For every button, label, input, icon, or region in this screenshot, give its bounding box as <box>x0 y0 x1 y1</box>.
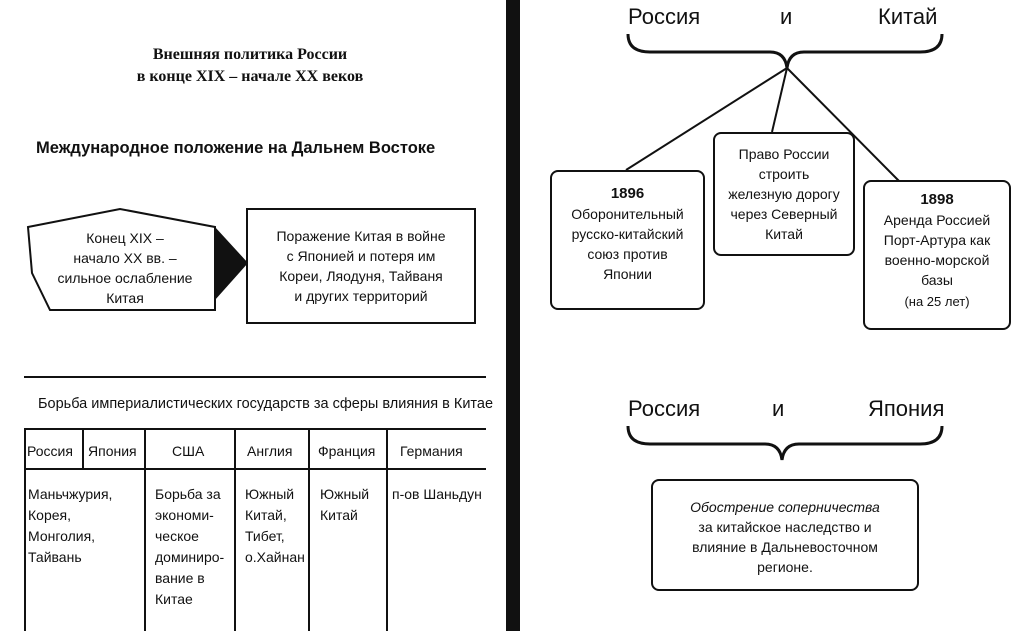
col-divider <box>234 430 236 631</box>
cell-germany: п-ов Шаньдун <box>392 486 482 502</box>
header-bottom-rule <box>24 468 486 470</box>
pentagon-shape <box>26 207 248 311</box>
col-divider <box>386 430 388 631</box>
box-1896-year: 1896 <box>610 185 645 202</box>
table-top-rule <box>24 376 486 378</box>
col-header-france: Франция <box>318 443 376 459</box>
result-text: Поражение Китая в войне с Японией и поте… <box>276 228 446 304</box>
col-header-usa: США <box>172 443 205 459</box>
col-header-england: Англия <box>247 443 293 459</box>
box-railway-right: Право России строить железную дорогу чер… <box>713 132 855 256</box>
header-russia-china-right: Китай <box>878 4 938 29</box>
rivalry-text: за китайское наследство и влияние в Даль… <box>692 519 878 575</box>
brace-bottom-icon <box>626 425 944 461</box>
title-line-1: Внешняя политика России <box>152 46 348 63</box>
pentagon-text: Конец XIX – начало XX вв. – сильное осла… <box>57 230 193 306</box>
header-and-1: и <box>780 4 793 29</box>
box-1898-note: (на 25 лет) <box>904 294 970 309</box>
col-divider <box>82 430 84 468</box>
box-railway-text: Право России строить железную дорогу чер… <box>728 146 840 242</box>
col-header-japan: Япония <box>88 443 137 459</box>
col-header-germany: Германия <box>400 443 463 459</box>
table-title: Борьба империалистических государств за … <box>38 396 494 412</box>
box-1898-year: 1898 <box>920 191 954 208</box>
cell-russia: Маньчжурия, Корея, Монголия, Тайвань <box>28 486 113 565</box>
cell-england: Южный Китай, Тибет, о.Хайнан <box>245 486 305 565</box>
arrow-right-icon <box>215 227 248 300</box>
box-1896: 1896 Оборонительный русско-китайский сою… <box>550 170 705 310</box>
box-1898-text: Аренда Россией Порт-Артура как военно-мо… <box>883 212 991 288</box>
header-and-2: и <box>772 396 785 421</box>
header-russia-japan-left: Россия <box>628 396 701 421</box>
rivalry-box: Обострение соперничества за китайское на… <box>651 479 919 591</box>
header-russia-china-left: Россия <box>628 4 701 29</box>
col-divider <box>24 430 26 631</box>
col-divider <box>144 430 146 631</box>
result-box: Поражение Китая в войне с Японией и поте… <box>246 208 476 324</box>
connector-lines <box>625 67 901 183</box>
cell-usa: Борьба за экономи- ческое доминиро- вани… <box>155 486 225 607</box>
cell-france: Южный Китай <box>320 486 370 523</box>
box-1896-text: Оборонительный русско-китайский союз про… <box>571 206 684 282</box>
section-title: Внешняя политика России в конце XIX – на… <box>80 44 420 88</box>
rivalry-italic-text: Обострение соперничества <box>690 499 880 515</box>
box-1898: 1898 Аренда Россией Порт-Артура как воен… <box>863 180 1011 330</box>
title-line-2: в конце XIX – начале XX веков <box>136 68 364 85</box>
subtitle: Международное положение на Дальнем Восто… <box>36 139 436 157</box>
col-divider <box>308 430 310 631</box>
influence-table: Россия Япония США Англия Франция Германи… <box>24 430 486 631</box>
table-header-rule <box>24 428 486 430</box>
header-russia-japan-right: Япония <box>868 396 945 421</box>
page-divider <box>506 0 520 631</box>
col-header-russia: Россия <box>27 443 73 459</box>
